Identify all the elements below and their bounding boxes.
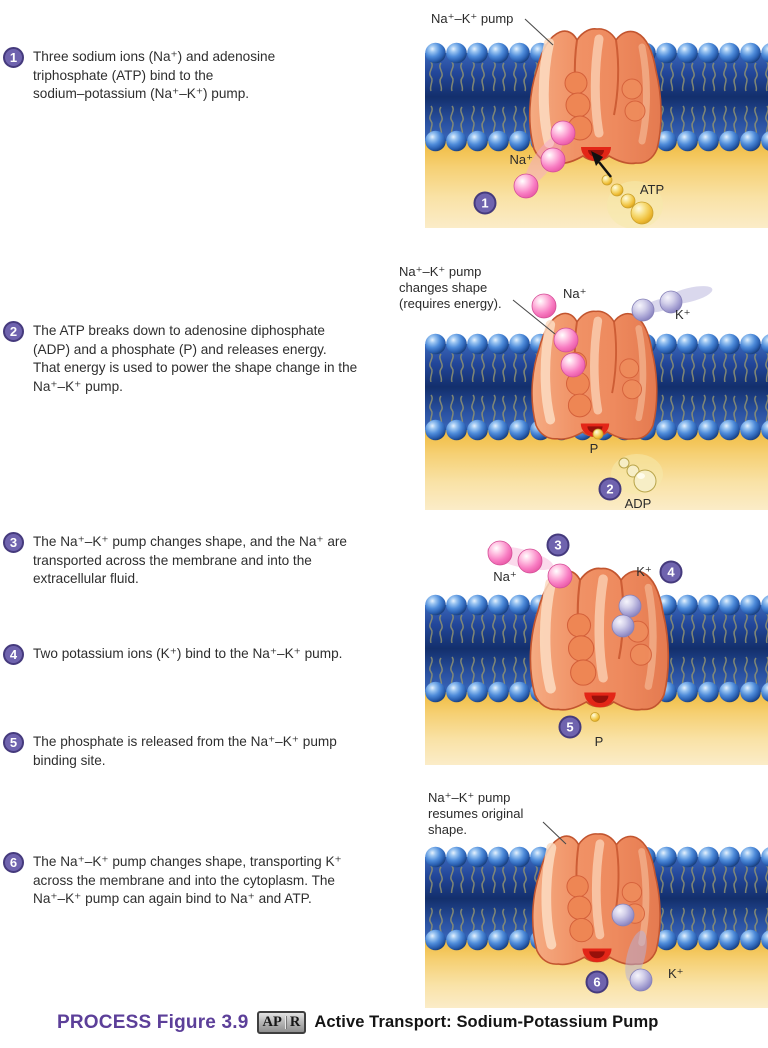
svg-text:1: 1 xyxy=(481,196,488,211)
pump-label-line2: resumes original xyxy=(428,806,523,821)
phosphate-label: P xyxy=(595,734,604,749)
sodium-ion xyxy=(487,540,513,566)
sodium-ion xyxy=(531,293,557,319)
step-3-number-badge: 3 xyxy=(3,532,24,553)
panel-1-illustration: Na⁺–K⁺ pump Na⁺ ATP 1 xyxy=(425,11,768,228)
step-5-number-badge: 5 xyxy=(3,732,24,753)
pump-label-line2: changes shape xyxy=(399,280,487,295)
sodium-ion xyxy=(513,173,539,199)
sodium-label: Na⁺ xyxy=(493,569,516,584)
step-5-text: The phosphate is released from the Na⁺–K… xyxy=(33,734,337,768)
step-1-number-badge: 1 xyxy=(3,47,24,68)
step-2: 2 The ATP breaks down to adenosine dipho… xyxy=(3,321,358,396)
step-1: 1 Three sodium ions (Na⁺) and adenosine … xyxy=(3,47,276,104)
pump-label-line1: Na⁺–K⁺ pump xyxy=(399,264,481,279)
step-1-text: Three sodium ions (Na⁺) and adenosine tr… xyxy=(33,49,276,101)
pump-label-line1: Na⁺–K⁺ pump xyxy=(428,790,510,805)
step-4-number-badge: 4 xyxy=(3,644,24,665)
panel-3-badge-5: 5 xyxy=(558,715,582,739)
sodium-label: Na⁺ xyxy=(563,286,586,301)
step-4-text: Two potassium ions (K⁺) bind to the Na⁺–… xyxy=(33,646,343,661)
svg-text:4: 4 xyxy=(667,565,675,580)
potassium-ion xyxy=(611,614,635,638)
sodium-ion xyxy=(547,563,573,589)
process-figure-label: PROCESS Figure 3.9 xyxy=(57,1011,249,1033)
adp-molecule xyxy=(618,457,657,493)
step-6-number-badge: 6 xyxy=(3,852,24,873)
sodium-ion xyxy=(517,548,543,574)
adp-label: ADP xyxy=(625,496,652,510)
step-2-text: The ATP breaks down to adenosine diphosp… xyxy=(33,323,358,394)
cytoplasm xyxy=(425,430,768,510)
svg-text:6: 6 xyxy=(593,975,600,990)
step-5: 5 The phosphate is released from the Na⁺… xyxy=(3,732,337,770)
pump-label-line3: shape. xyxy=(428,822,467,837)
potassium-ion xyxy=(631,298,655,322)
atp-molecule xyxy=(601,174,654,225)
step-3: 3 The Na⁺–K⁺ pump changes shape, and the… xyxy=(3,532,347,589)
potassium-label: K⁺ xyxy=(675,307,691,322)
panel-4-step-badge: 6 xyxy=(585,970,609,994)
potassium-ion xyxy=(618,594,642,618)
svg-text:3: 3 xyxy=(554,538,561,553)
atp-label: ATP xyxy=(640,182,664,197)
phosphate-ion xyxy=(592,428,604,440)
panel-3-illustration: Na⁺ K⁺ P 3 4 5 xyxy=(425,533,768,765)
sodium-label: Na⁺ xyxy=(510,152,533,167)
panel-1-step-badge: 1 xyxy=(473,191,497,215)
phosphate-label: P xyxy=(590,441,599,456)
potassium-ion xyxy=(611,903,635,927)
pump-label-leader xyxy=(524,18,554,46)
panel-3-badge-3: 3 xyxy=(546,533,570,557)
atp-binding-arrow xyxy=(591,151,612,178)
apr-badge-divider xyxy=(284,1016,287,1029)
sodium-ion xyxy=(560,352,586,378)
figure-caption: PROCESS Figure 3.9 AP R Active Transport… xyxy=(57,1011,658,1034)
potassium-label: K⁺ xyxy=(668,966,684,981)
step-3-text: The Na⁺–K⁺ pump changes shape, and the N… xyxy=(33,534,347,586)
panel-3-badge-4: 4 xyxy=(659,560,683,584)
step-4: 4 Two potassium ions (K⁺) bind to the Na… xyxy=(3,644,343,665)
step-6-text: The Na⁺–K⁺ pump changes shape, transport… xyxy=(33,854,342,906)
svg-text:5: 5 xyxy=(566,720,573,735)
panel-4-illustration: Na⁺–K⁺ pump resumes original shape. K⁺ 6 xyxy=(425,790,768,1008)
sodium-ion xyxy=(553,327,579,353)
apr-badge-ap: AP xyxy=(262,1014,282,1030)
pump-label-leader xyxy=(512,299,556,335)
phosphate-ion xyxy=(590,712,600,722)
step-6: 6 The Na⁺–K⁺ pump changes shape, transpo… xyxy=(3,852,342,909)
panel-2-step-badge: 2 xyxy=(598,477,622,501)
apr-badge: AP R xyxy=(256,1011,307,1034)
pump-label: Na⁺–K⁺ pump xyxy=(431,11,513,26)
potassium-label: K⁺ xyxy=(636,564,652,579)
pump-label-line3: (requires energy). xyxy=(399,296,502,311)
apr-badge-r: R xyxy=(289,1014,301,1030)
potassium-motion-streak xyxy=(625,930,647,982)
sodium-ion xyxy=(550,120,576,146)
sodium-potassium-pump xyxy=(530,568,668,709)
step-2-number-badge: 2 xyxy=(3,321,24,342)
potassium-ion xyxy=(629,968,653,992)
panel-2-illustration: Na⁺–K⁺ pump changes shape (requires ener… xyxy=(399,264,768,510)
caption-title: Active Transport: Sodium-Potassium Pump xyxy=(314,1013,659,1031)
svg-text:2: 2 xyxy=(606,482,613,497)
pump-label-leader xyxy=(542,821,567,845)
sodium-ion xyxy=(540,147,566,173)
